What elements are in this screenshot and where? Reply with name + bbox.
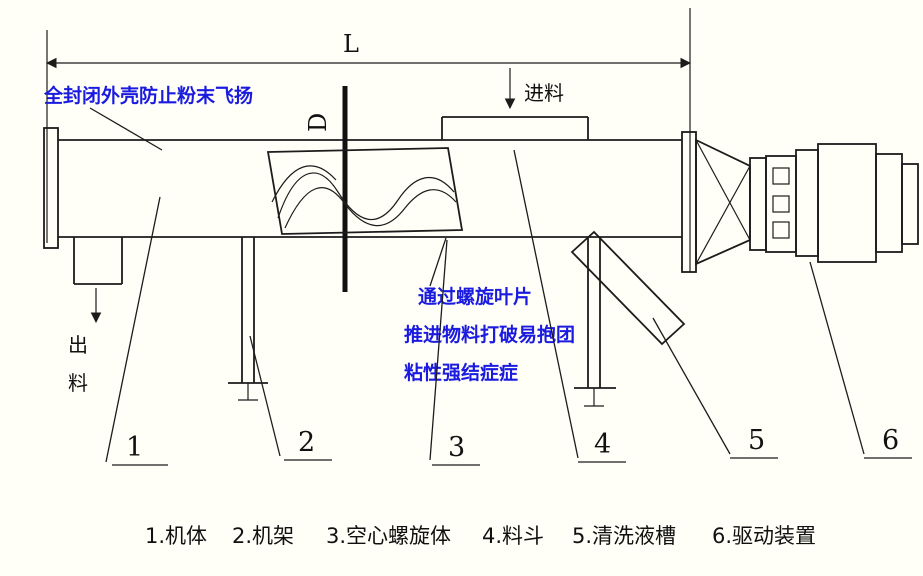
discharge-label-char1: 出 [68, 333, 88, 357]
part-number-5: 5 [748, 425, 765, 456]
feed-hopper: 进料 [441, 68, 589, 140]
legend-caption: 1.机体 2.机架 3.空心螺旋体 4.料斗 5.清洗液槽 6.驱动装置 [145, 524, 816, 548]
annotation-mid-line1: 通过螺旋叶片 [418, 285, 532, 308]
screw-frame [266, 147, 464, 235]
leader-line-5 [652, 317, 731, 455]
drive-shaft-block [749, 157, 767, 251]
leader-line-3 [429, 239, 448, 461]
part-number-2: 2 [298, 427, 315, 458]
bell-brace-1 [695, 139, 751, 241]
bell-brace-2 [695, 165, 751, 265]
length-dimension: L [45, 8, 692, 272]
caption-item-5: 5.清洗液槽 [572, 524, 676, 548]
diameter-dim-label: D [304, 113, 332, 132]
part-number-1: 1 [126, 432, 143, 463]
motor-end-cap [901, 163, 919, 245]
caption-item-3: 3.空心螺旋体 [326, 524, 451, 548]
motor-body [817, 143, 877, 263]
part-number-3: 3 [448, 432, 465, 463]
caption-item-2: 2.机架 [232, 524, 294, 548]
discharge-label-char2: 料 [68, 371, 88, 395]
screw-flight-2 [284, 187, 457, 229]
part-number-4: 4 [594, 429, 611, 460]
support-leg-2 [574, 237, 616, 407]
screw-flight-3 [271, 165, 337, 203]
annotations: 全封闭外壳防止粉末飞扬 通过螺旋叶片 推进物料打破易抱团 粘性强结症症 [43, 84, 575, 384]
coupling-bolt-2 [772, 195, 790, 213]
drive-bell-housing [695, 138, 751, 266]
annotation-top: 全封闭外壳防止粉末飞扬 [43, 84, 253, 107]
gearbox-block [795, 149, 819, 257]
coupling-bolt-1 [772, 167, 790, 185]
diameter-dimension: D [304, 86, 348, 292]
caption-item-4: 4.料斗 [482, 524, 544, 548]
leader-line-2 [249, 335, 281, 457]
part-number-6: 6 [882, 425, 899, 456]
leader-line-6 [809, 261, 865, 455]
coupling-bolt-3 [772, 221, 790, 239]
drive-flange [681, 131, 697, 273]
annotation-mid-line3: 粘性强结症症 [404, 361, 518, 384]
length-dim-label: L [343, 30, 359, 58]
cleaning-trough [570, 230, 686, 346]
discharge-outlet: 出 料 [68, 237, 123, 395]
feed-label: 进料 [524, 81, 564, 105]
conveyor-body [43, 127, 682, 249]
hollow-screw-assembly [266, 147, 464, 235]
leader-line-1 [105, 196, 161, 463]
left-end-flange [43, 127, 59, 249]
caption-item-1: 1.机体 [145, 524, 207, 548]
motor-step [875, 153, 903, 253]
part-callouts: 1 2 3 4 5 6 [105, 149, 912, 466]
leader-line-4 [513, 149, 579, 459]
screw-flight-1 [277, 172, 455, 220]
caption-item-6: 6.驱动装置 [712, 524, 816, 548]
annotation-top-leader [89, 107, 163, 151]
annotation-mid-leader [429, 237, 447, 287]
annotation-mid-line2: 推进物料打破易抱团 [404, 323, 575, 346]
drive-unit [681, 131, 919, 273]
support-leg-1 [228, 237, 268, 401]
